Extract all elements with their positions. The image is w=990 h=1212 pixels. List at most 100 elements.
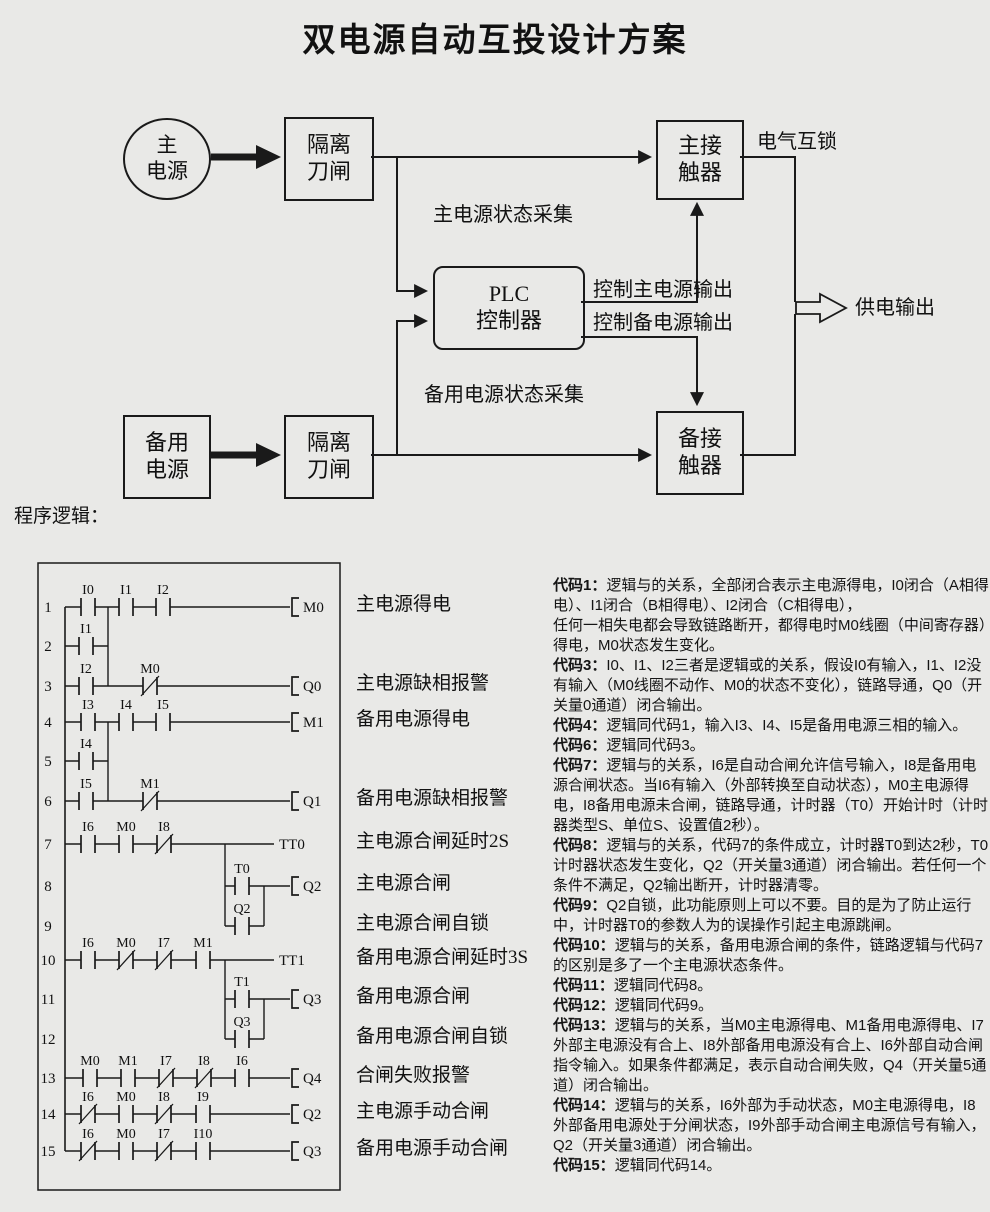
rung-number: 8 (44, 879, 52, 895)
no-contact: I9 (195, 1090, 211, 1123)
rung-number: 12 (41, 1032, 56, 1048)
svg-text:T0: T0 (234, 862, 250, 877)
svg-text:I8: I8 (198, 1054, 210, 1069)
no-contact: M0 (116, 820, 136, 853)
rung-desc: 备用电源合闸自锁 (356, 1026, 509, 1047)
note-label: 代码11： (553, 977, 614, 994)
note-code-15: 代码15：逻辑同代码14。 (553, 1156, 989, 1176)
output-coil: M0 (291, 597, 324, 617)
note-code-10: 代码10：逻辑与的关系，备用电源合闸的条件，链路逻辑与代码7的区别是多了一个主电… (553, 936, 989, 976)
rung-desc: 主电源缺相报警 (356, 673, 490, 694)
output-coil: Q4 (291, 1068, 322, 1088)
section-label-program-logic: 程序逻辑： (14, 506, 110, 527)
nc-contact: I7 (156, 1054, 176, 1089)
node-label: 隔离 (306, 132, 351, 158)
note-text: 逻辑与的关系，当M0主电源得电、M1备用电源得电、I7外部主电源没有合上、I8外… (553, 1017, 987, 1094)
no-contact: M1 (193, 936, 213, 969)
rung-number: 15 (41, 1144, 56, 1160)
node-label: 电源 (144, 457, 189, 482)
rung-desc: 主电源合闸延时2S (356, 831, 510, 852)
nc-contact: I6 (78, 1090, 98, 1125)
note-code-12: 代码12：逻辑同代码9。 (553, 996, 989, 1016)
output-coil: Q3 (291, 989, 321, 1009)
rung-number: 6 (44, 794, 52, 810)
note-text: I0、I1、I2三者是逻辑或的关系，假设I0有输入，I1、I2没有输入（M0线圈… (553, 657, 983, 714)
note-label: 代码1： (553, 577, 607, 594)
svg-text:I2: I2 (157, 583, 169, 598)
nc-contact: I7 (154, 1127, 174, 1162)
note-code-14: 代码14：逻辑与的关系，I6外部为手动状态，M0主电源得电，I8外部备用电源处于… (553, 1096, 989, 1156)
svg-text:Q0: Q0 (303, 679, 321, 695)
svg-text:M1: M1 (140, 777, 159, 792)
svg-text:M0: M0 (116, 1090, 135, 1105)
svg-text:Q2: Q2 (303, 1107, 321, 1123)
timer-output: TT0 (279, 837, 305, 853)
note-text: Q2自锁，此功能原则上可以不要。目的是为了防止运行中，计时器T0的参数人为的误操… (553, 897, 972, 934)
line-plc-to-main-contactor (581, 201, 704, 303)
arrow-backup-power-to-isolator (211, 443, 281, 467)
node-label: 主 (156, 133, 178, 158)
no-contact: I2 (78, 662, 94, 695)
svg-text:M0: M0 (80, 1054, 99, 1069)
node-backup-power: 备用 电源 (123, 415, 211, 499)
note-label: 代码10： (553, 937, 615, 954)
no-contact: Q2 (233, 902, 251, 935)
rung-desc: 备用电源缺相报警 (356, 788, 509, 809)
no-contact: T0 (234, 862, 250, 895)
note-text: 逻辑同代码3。 (606, 737, 705, 754)
rung-desc: 备用电源合闸延时3S (356, 947, 529, 968)
rung-desc: 主电源合闸 (356, 873, 452, 894)
svg-text:I6: I6 (236, 1054, 248, 1069)
svg-text:I8: I8 (158, 820, 170, 835)
note-text: 逻辑与的关系，备用电源合闸的条件，链路逻辑与代码7的区别是多了一个主电源状态条件… (553, 937, 984, 974)
svg-text:I6: I6 (82, 1090, 94, 1105)
svg-text:M1: M1 (193, 936, 212, 951)
output-coil: Q2 (291, 1104, 321, 1124)
label-control-main-output: 控制主电源输出 (593, 279, 733, 301)
no-contact: I5 (78, 777, 94, 810)
nc-contact: I8 (154, 820, 174, 855)
svg-text:I2: I2 (80, 662, 92, 677)
svg-text:M0: M0 (116, 1127, 135, 1142)
line-main-status-to-plc (396, 157, 429, 298)
svg-text:I10: I10 (194, 1127, 213, 1142)
nc-contact: I8 (194, 1054, 214, 1089)
no-contact: M0 (116, 1127, 136, 1160)
note-code-11: 代码11：逻辑同代码8。 (553, 976, 989, 996)
note-label: 代码13： (553, 1017, 615, 1034)
nc-contact: M0 (140, 662, 160, 697)
no-contact: I6 (234, 1054, 250, 1087)
svg-text:I1: I1 (80, 622, 92, 637)
note-code-13: 代码13：逻辑与的关系，当M0主电源得电、M1备用电源得电、I7外部主电源没有合… (553, 1016, 989, 1096)
no-contact: I1 (78, 622, 94, 655)
note-code-8: 代码8：逻辑与的关系，代码7的条件成立，计时器T0到达2秒，T0计时器状态发生变… (553, 836, 989, 896)
label-electrical-interlock: 电气互锁 (757, 131, 837, 153)
svg-text:I4: I4 (80, 737, 92, 752)
note-label: 代码15： (553, 1157, 615, 1174)
node-backup-contactor: 备接 触器 (656, 411, 744, 495)
note-label: 代码8： (553, 837, 607, 854)
rung-number: 11 (41, 992, 55, 1008)
svg-text:Q2: Q2 (233, 902, 250, 917)
svg-text:Q2: Q2 (303, 879, 321, 895)
node-label: 控制器 (475, 308, 542, 333)
rung-number: 14 (41, 1107, 57, 1123)
note-text: 逻辑同代码8。 (613, 977, 713, 994)
svg-text:I7: I7 (158, 936, 170, 951)
output-coil: Q0 (291, 676, 321, 696)
note-text: 逻辑与的关系，代码7的条件成立，计时器T0到达2秒，T0计时器状态发生变化，Q2… (553, 837, 989, 894)
node-label: PLC (488, 281, 530, 307)
node-main-contactor: 主接 触器 (656, 120, 744, 200)
note-label: 代码14： (553, 1097, 615, 1114)
no-contact: M0 (116, 1090, 136, 1123)
svg-text:I4: I4 (120, 698, 132, 713)
svg-text:I5: I5 (157, 698, 169, 713)
node-label: 触器 (677, 453, 722, 478)
note-text: 逻辑同代码1，输入I3、I4、I5是备用电源三相的输入。 (606, 717, 968, 734)
no-contact: I4 (118, 698, 134, 731)
svg-text:I6: I6 (82, 1127, 94, 1142)
line-backup-status-to-plc (396, 314, 429, 455)
note-label: 代码9： (553, 897, 607, 914)
svg-text:T1: T1 (234, 975, 250, 990)
